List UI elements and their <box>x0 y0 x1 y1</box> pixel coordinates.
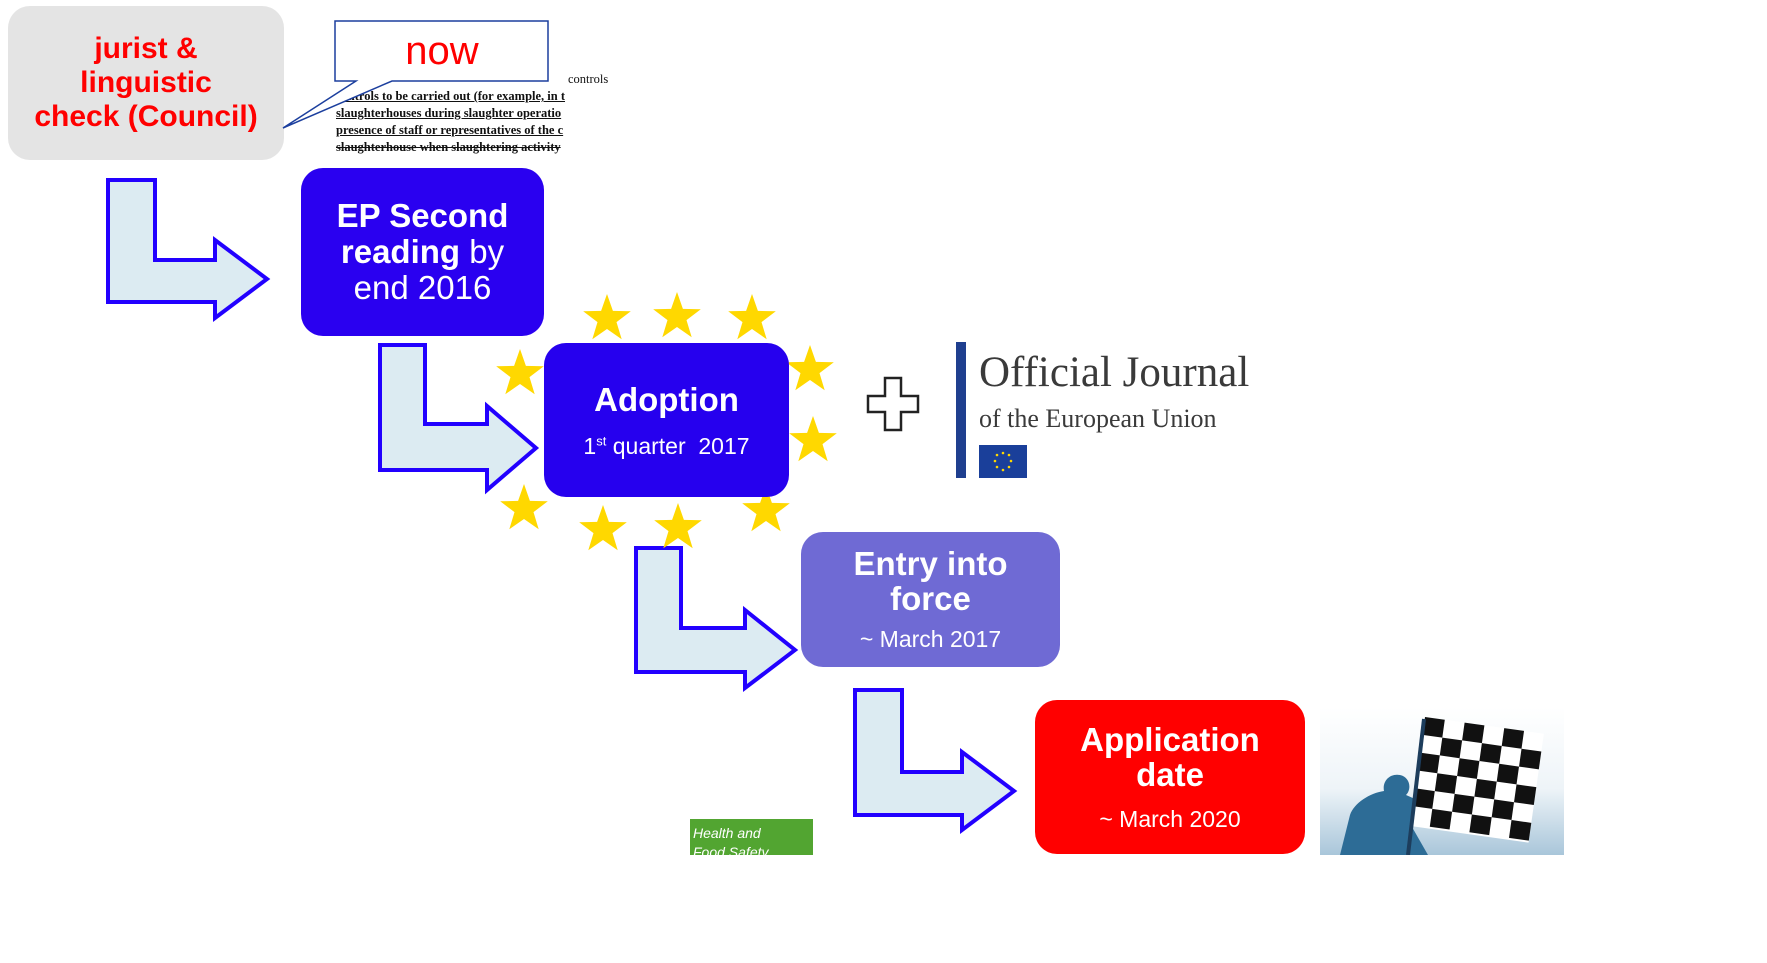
journal-subtitle: of the European Union <box>979 404 1217 433</box>
quarter-text: quarter 2017 <box>606 432 750 459</box>
excerpt-line: slaughterhouses during slaughter operati… <box>336 106 562 120</box>
step-jurist-linguistic-check: jurist & linguistic check (Council) <box>8 6 284 160</box>
legislation-excerpt: controls, controls to be carried out (fo… <box>336 71 608 157</box>
excerpt-line: controls to be carried out (for example,… <box>336 89 566 103</box>
step-adoption-date: 1st quarter 2017 <box>583 433 749 460</box>
step-jurist-line3: check (Council) <box>34 100 258 133</box>
step-application-date: Application date ~ March 2020 <box>1035 700 1305 854</box>
health-food-safety-badge: Health and Food Safety <box>690 819 813 855</box>
callout-now: now <box>405 29 479 73</box>
step-application-title-line1: Application <box>1080 720 1260 758</box>
checkered-flag-icon <box>1406 717 1544 855</box>
step-adoption: Adoption 1st quarter 2017 <box>544 343 789 497</box>
ordinal-suffix: st <box>596 432 607 448</box>
arrow-4 <box>853 688 1018 834</box>
eu-flag-icon <box>979 445 1027 478</box>
arrow-2 <box>378 343 540 495</box>
badge-line2: Food Safety <box>693 844 769 855</box>
step-ep-line3: end 2016 <box>353 269 492 306</box>
arrow-3 <box>634 546 799 693</box>
official-journal-logo: Official Journal of the European Union <box>953 342 1249 480</box>
runner-silhouette-icon <box>1340 774 1448 855</box>
step-ep-bold1: EP Second <box>336 197 509 234</box>
step-ep-second-reading: EP Second reading by end 2016 <box>301 168 544 336</box>
excerpt-line: presence of staff or representatives of … <box>336 123 564 137</box>
step-application-date-value: ~ March 2020 <box>1099 805 1241 832</box>
step-jurist-line2: linguistic <box>80 66 212 99</box>
step-ep-rest2: by <box>460 233 505 270</box>
ordinal-number: 1 <box>583 432 597 459</box>
finish-flag-image <box>1320 707 1564 855</box>
excerpt-line: controls, <box>568 72 608 86</box>
step-jurist-line1: jurist & <box>94 32 198 65</box>
badge-line1: Health and <box>693 825 761 841</box>
step-entry-title-line2: force <box>890 580 971 617</box>
arrow-1 <box>106 178 271 322</box>
step-entry-into-force: Entry into force ~ March 2017 <box>801 532 1060 667</box>
excerpt-line: slaughterhouse when slaughtering activit… <box>336 140 561 154</box>
step-adoption-title: Adoption <box>594 380 739 418</box>
step-entry-title-line1: Entry into <box>853 545 1008 582</box>
plus-icon <box>866 376 920 432</box>
journal-bar <box>956 342 966 478</box>
step-entry-date: ~ March 2017 <box>859 626 1002 652</box>
journal-title: Official Journal <box>979 349 1250 396</box>
step-application-title-line2: date <box>1136 755 1204 793</box>
step-ep-bold2: reading <box>340 233 461 270</box>
